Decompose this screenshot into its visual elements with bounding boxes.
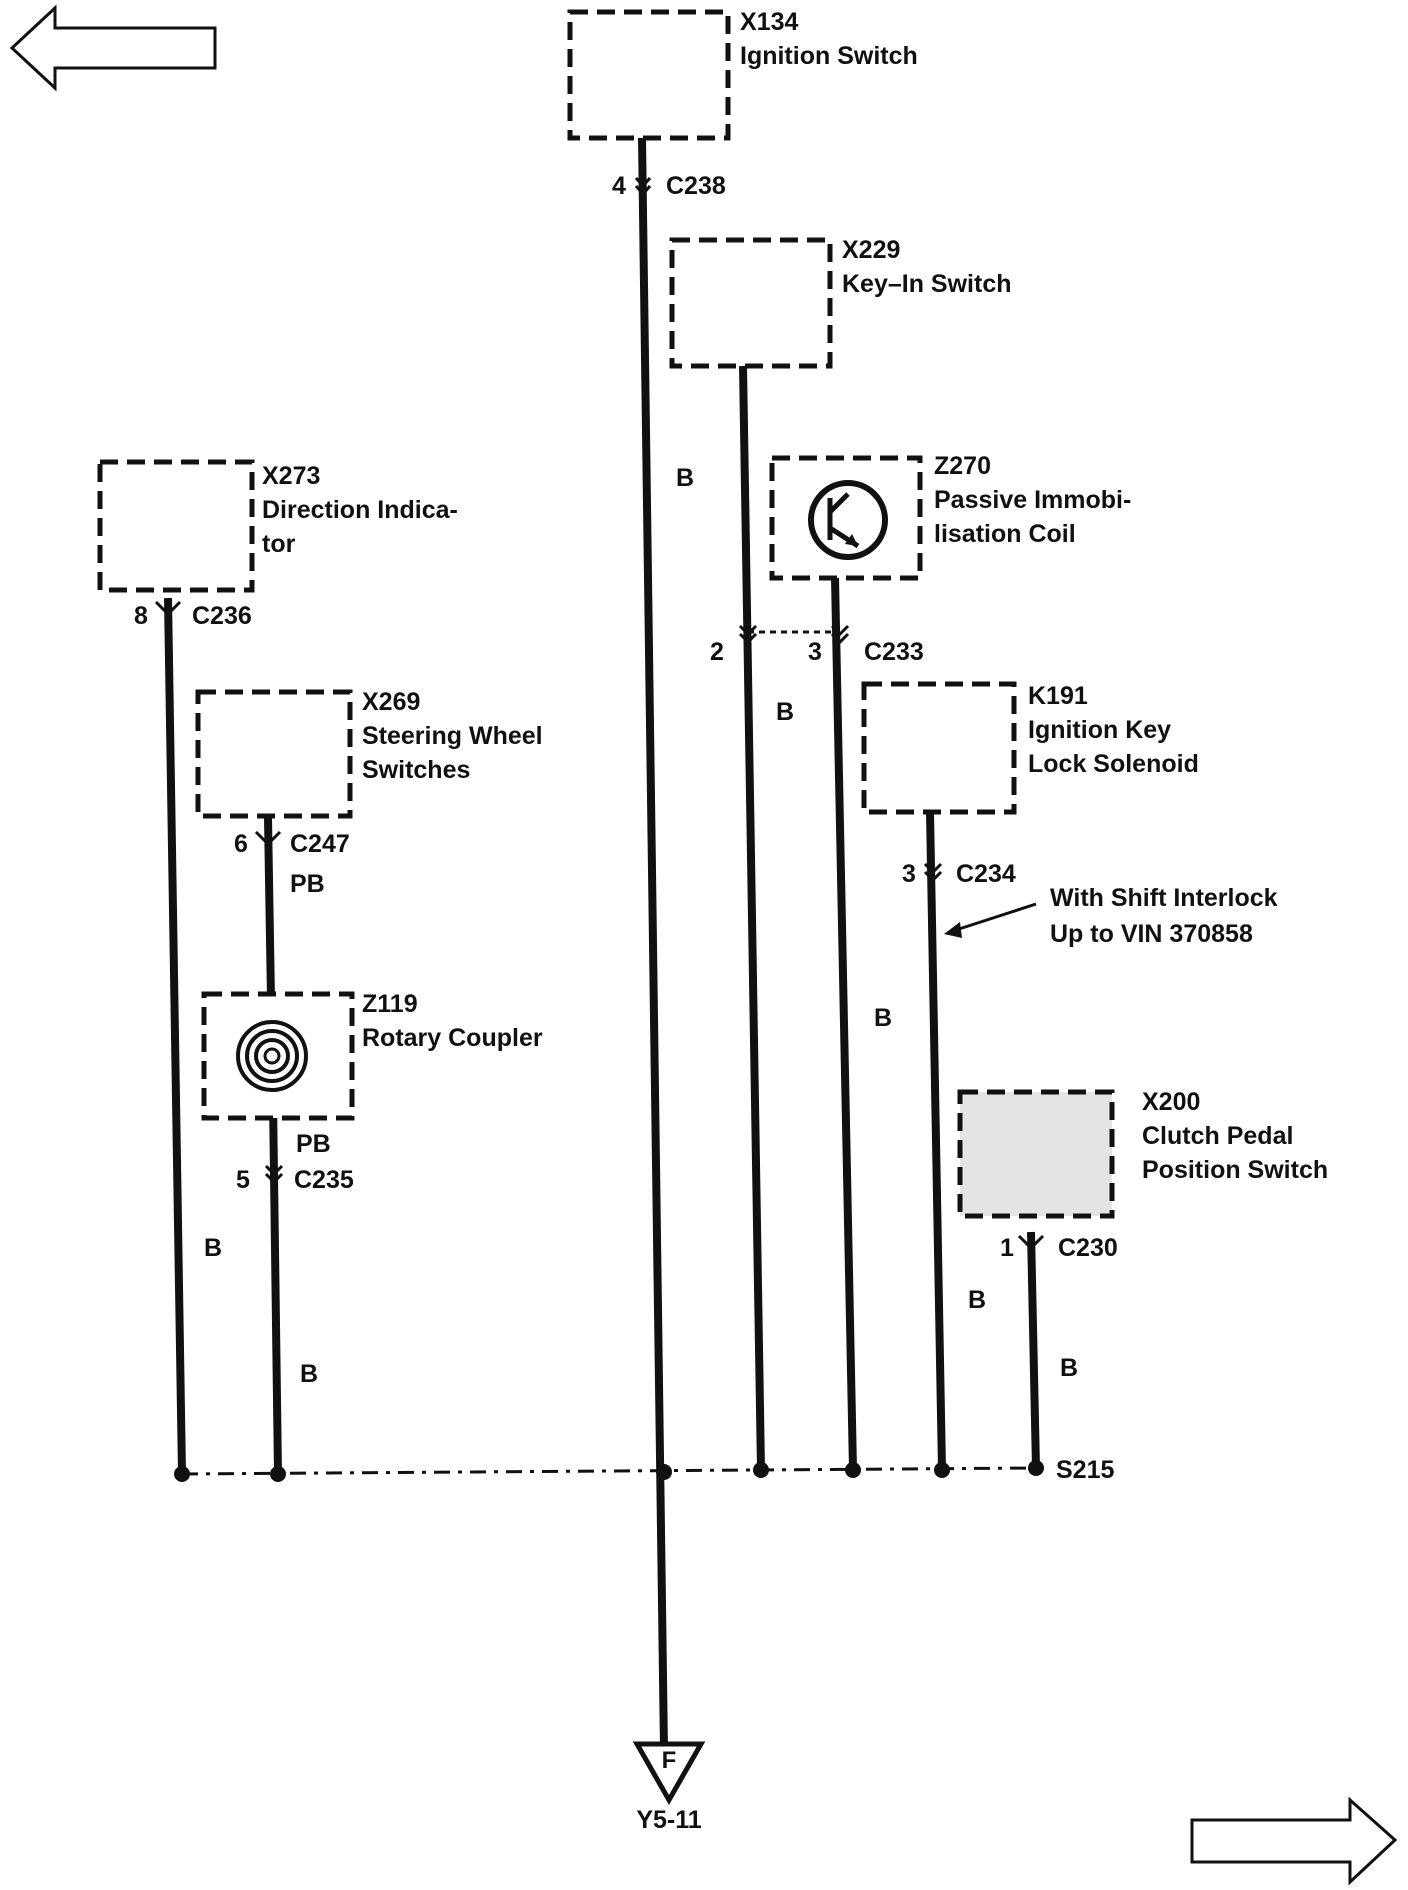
- c235-pin: 5: [236, 1166, 250, 1194]
- x273-box[interactable]: [97, 459, 255, 593]
- x273-name-line2: tor: [262, 530, 296, 558]
- splice-bar: [181, 1466, 1037, 1476]
- c247-connector-symbol: [254, 830, 282, 847]
- z270-id: Z270: [934, 452, 991, 480]
- wire-color-z119-mid: PB: [296, 1130, 331, 1158]
- x134-id: X134: [740, 8, 798, 36]
- x269-id: X269: [362, 688, 420, 716]
- x200-name-line1: Clutch Pedal: [1142, 1122, 1293, 1150]
- wire-color-x269-upper: PB: [290, 870, 325, 898]
- wire-color-x273: B: [204, 1234, 222, 1262]
- c234-connector-symbol: [923, 862, 943, 883]
- x269-name-line1: Steering Wheel: [362, 722, 543, 750]
- wire-x269: [264, 817, 275, 1001]
- ground-symbol: [632, 1741, 706, 1806]
- x273-id: X273: [262, 462, 320, 490]
- splice-dot-x200: [1028, 1460, 1044, 1476]
- note-pointer-arrow: [944, 902, 1037, 938]
- x200-box[interactable]: [957, 1089, 1115, 1219]
- c233-pin2-symbol: [738, 624, 758, 645]
- c230-connector-symbol: [1017, 1234, 1045, 1251]
- k191-id: K191: [1028, 682, 1088, 710]
- k191-box[interactable]: [861, 681, 1017, 815]
- c233-pin3-symbol: [830, 624, 850, 645]
- wire-color-x134: B: [676, 464, 694, 492]
- ground-label: Y5-11: [636, 1806, 701, 1834]
- splice-label: S215: [1056, 1456, 1114, 1484]
- c238-label: C238: [666, 172, 726, 200]
- wire-x200: [1027, 1231, 1040, 1469]
- wire-x273: [164, 597, 186, 1475]
- c236-connector-symbol: [154, 600, 182, 617]
- k191-name-line1: Ignition Key: [1028, 716, 1171, 744]
- coil-icon: [236, 1020, 308, 1092]
- x200-name-line2: Position Switch: [1142, 1156, 1328, 1184]
- c230-pin: 1: [1000, 1234, 1014, 1262]
- wire-k191: [926, 811, 946, 1471]
- c234-label: C234: [956, 860, 1016, 888]
- x229-box[interactable]: [669, 237, 833, 369]
- wire-x229: [739, 365, 765, 1471]
- transistor-icon: [808, 480, 888, 560]
- x269-name-line2: Switches: [362, 756, 470, 784]
- splice-dot-z119: [270, 1466, 286, 1482]
- c236-pin: 8: [134, 602, 148, 630]
- wire-color-k191: B: [968, 1286, 986, 1314]
- z119-id: Z119: [362, 990, 418, 1018]
- c234-pin: 3: [902, 860, 916, 888]
- x200-id: X200: [1142, 1088, 1200, 1116]
- c247-pin: 6: [234, 830, 248, 858]
- c233-pin-a: 2: [710, 638, 724, 666]
- note-line2: Up to VIN 370858: [1050, 920, 1253, 948]
- x134-box[interactable]: [567, 9, 731, 141]
- c236-label: C236: [192, 602, 252, 630]
- c235-connector-symbol: [264, 1164, 284, 1185]
- arrow-left-icon[interactable]: [9, 4, 217, 92]
- ground-symbol-letter: F: [662, 1747, 677, 1774]
- splice-dot-x229: [753, 1462, 769, 1478]
- c238-connector-symbol: [634, 177, 652, 197]
- splice-dot-x273: [174, 1466, 190, 1482]
- c233-label: C233: [864, 638, 924, 666]
- splice-dot-x134: [656, 1464, 672, 1480]
- wire-color-x200: B: [1060, 1354, 1078, 1382]
- x269-box[interactable]: [195, 689, 353, 819]
- z119-name: Rotary Coupler: [362, 1024, 543, 1052]
- c238-pin: 4: [612, 172, 626, 200]
- c233-pin-b: 3: [808, 638, 822, 666]
- z270-name-line2: lisation Coil: [934, 520, 1076, 548]
- k191-name-line2: Lock Solenoid: [1028, 750, 1199, 778]
- x229-id: X229: [842, 236, 900, 264]
- x273-name-line1: Direction Indica-: [262, 496, 458, 524]
- splice-dot-k191: [934, 1462, 950, 1478]
- wire-z270: [831, 577, 857, 1471]
- c247-label: C247: [290, 830, 350, 858]
- wire-color-z270: B: [874, 1004, 892, 1032]
- x134-name: Ignition Switch: [740, 42, 918, 70]
- splice-dot-z270: [845, 1462, 861, 1478]
- note-line1: With Shift Interlock: [1050, 884, 1278, 912]
- z270-name-line1: Passive Immobi-: [934, 486, 1131, 514]
- wire-color-z119-lower: B: [300, 1360, 318, 1388]
- c230-label: C230: [1058, 1234, 1118, 1262]
- x229-name: Key–In Switch: [842, 270, 1012, 298]
- arrow-right-icon[interactable]: [1190, 1796, 1398, 1886]
- wire-color-x229: B: [776, 698, 794, 726]
- wire-x134: [638, 137, 668, 1751]
- c235-label: C235: [294, 1166, 354, 1194]
- wire-z119: [269, 1099, 282, 1475]
